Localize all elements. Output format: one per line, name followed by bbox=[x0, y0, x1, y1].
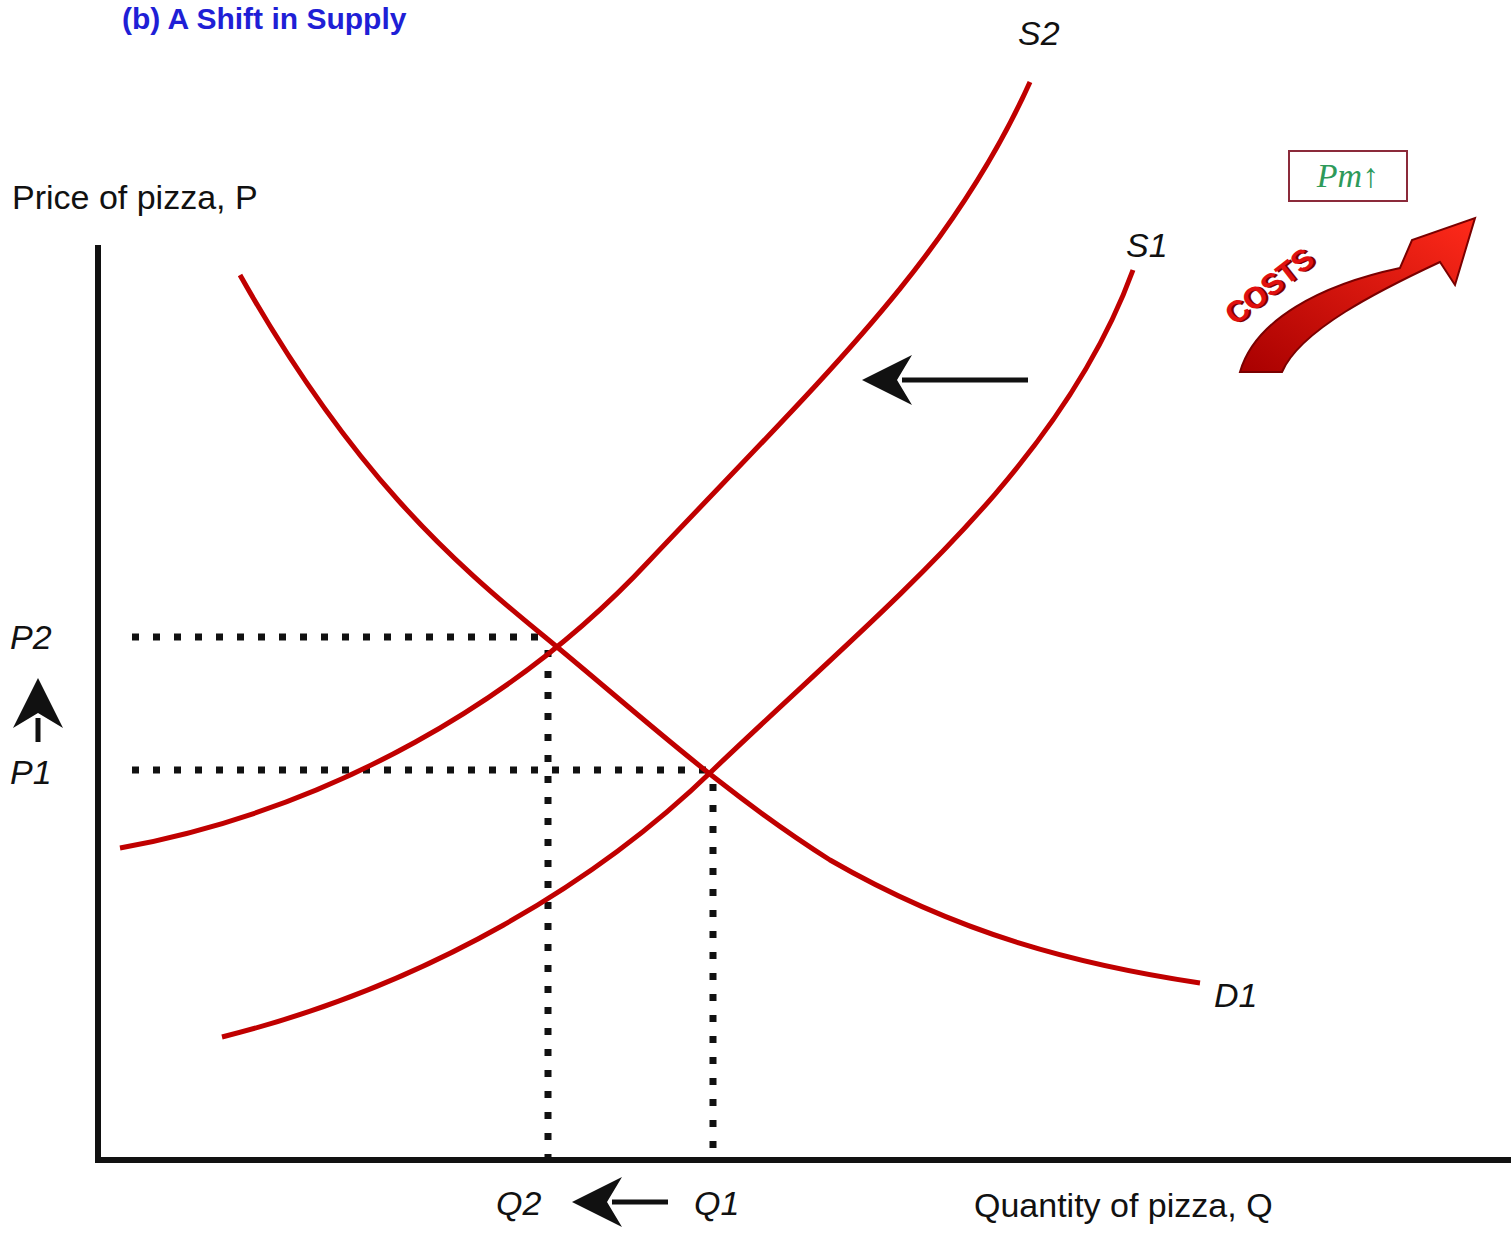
x-axis bbox=[95, 1157, 1511, 1163]
formula-text: Pm↑ bbox=[1317, 157, 1379, 195]
curves bbox=[120, 82, 1200, 1037]
shift-arrows bbox=[38, 380, 1028, 1202]
guide-lines bbox=[132, 637, 713, 1158]
chart-title: (b) A Shift in Supply bbox=[122, 4, 406, 34]
axis-label: Quantity of pizza, Q bbox=[974, 1188, 1273, 1222]
curve-label: S2 bbox=[1018, 16, 1060, 50]
supply-curve-s1 bbox=[222, 270, 1133, 1037]
quantity-label: Q1 bbox=[694, 1186, 739, 1220]
demand-curve-d1 bbox=[240, 275, 1200, 983]
price-label: P2 bbox=[10, 620, 52, 654]
price-label: P1 bbox=[10, 755, 52, 789]
curve-label: D1 bbox=[1214, 978, 1257, 1012]
y-axis bbox=[95, 245, 101, 1162]
quantity-label: Q2 bbox=[496, 1186, 541, 1220]
axis-label: Price of pizza, P bbox=[12, 180, 258, 214]
formula-box: Pm↑ bbox=[1288, 150, 1408, 202]
curve-label: S1 bbox=[1126, 228, 1168, 262]
